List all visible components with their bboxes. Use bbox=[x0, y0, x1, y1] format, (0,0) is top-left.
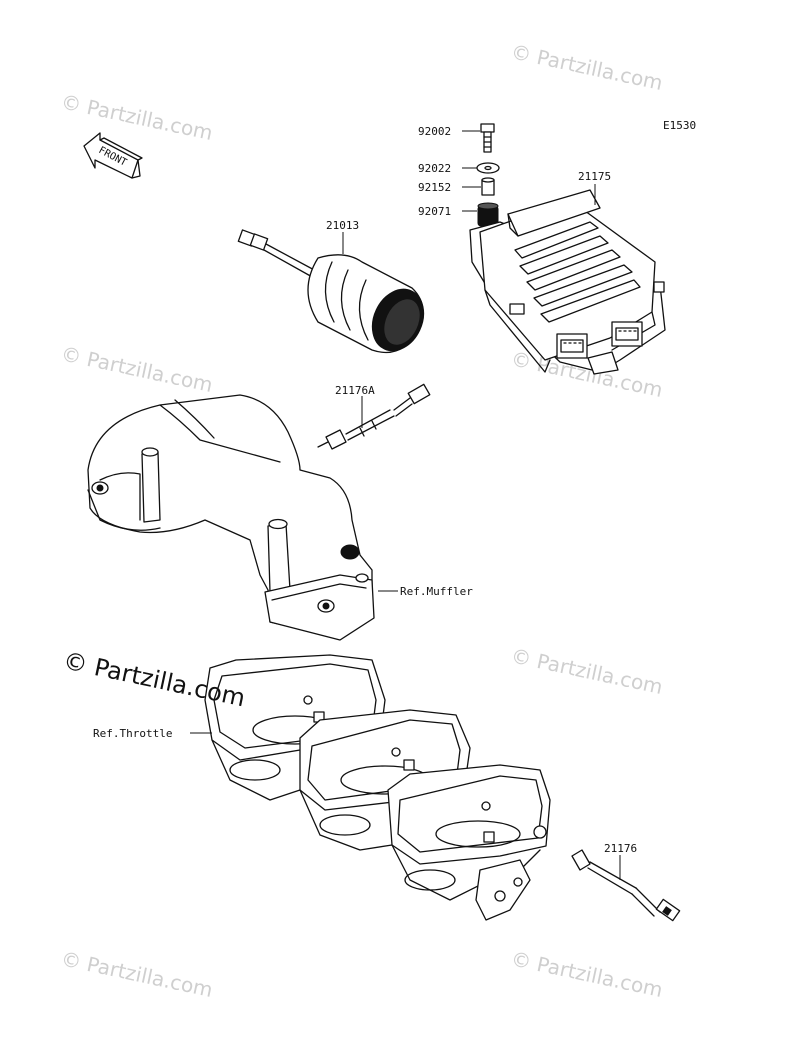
ecu-unit-21175-icon bbox=[469, 189, 666, 375]
watermark: © Partzilla.com bbox=[509, 643, 665, 699]
part-label-21175[interactable]: 21175 bbox=[578, 170, 611, 183]
part-label-92002[interactable]: 92002 bbox=[418, 125, 451, 138]
washer-92022-icon bbox=[476, 162, 500, 174]
throttle-body-assembly-icon bbox=[204, 654, 551, 921]
watermark: © Partzilla.com bbox=[509, 946, 665, 1002]
grommet-92071-icon bbox=[477, 202, 499, 227]
part-label-21176a[interactable]: 21176A bbox=[335, 384, 375, 397]
bolt-92002-icon bbox=[480, 123, 495, 153]
part-label-92152[interactable]: 92152 bbox=[418, 181, 451, 194]
leader-lines bbox=[190, 130, 621, 880]
ref-throttle-label[interactable]: Ref.Throttle bbox=[93, 727, 172, 740]
ecu-connector-icon bbox=[556, 321, 643, 359]
sensor-21013-icon bbox=[237, 229, 425, 354]
part-label-92022[interactable]: 92022 bbox=[418, 162, 451, 175]
collar-92152-icon bbox=[481, 177, 495, 196]
watermark: © Partzilla.com bbox=[509, 39, 665, 95]
ref-muffler-label[interactable]: Ref.Muffler bbox=[400, 585, 473, 598]
part-label-21013[interactable]: 21013 bbox=[326, 219, 359, 232]
front-arrow-icon: FRONT bbox=[83, 132, 143, 179]
part-label-21176[interactable]: 21176 bbox=[604, 842, 637, 855]
part-labels: 92002 92022 92152 92071 21175 21013 2117… bbox=[93, 125, 637, 855]
watermark: © Partzilla.com bbox=[59, 341, 215, 397]
sensor-21176a-icon bbox=[317, 383, 431, 450]
watermark: © Partzilla.com bbox=[59, 89, 215, 145]
reference-code: E1530 bbox=[663, 119, 696, 132]
sensor-21176-icon bbox=[571, 849, 681, 922]
intake-muffler-housing-icon bbox=[87, 394, 375, 641]
watermark: © Partzilla.com bbox=[59, 946, 215, 1002]
watermark-dark: © Partzilla.com bbox=[61, 646, 248, 712]
part-label-92071[interactable]: 92071 bbox=[418, 205, 451, 218]
